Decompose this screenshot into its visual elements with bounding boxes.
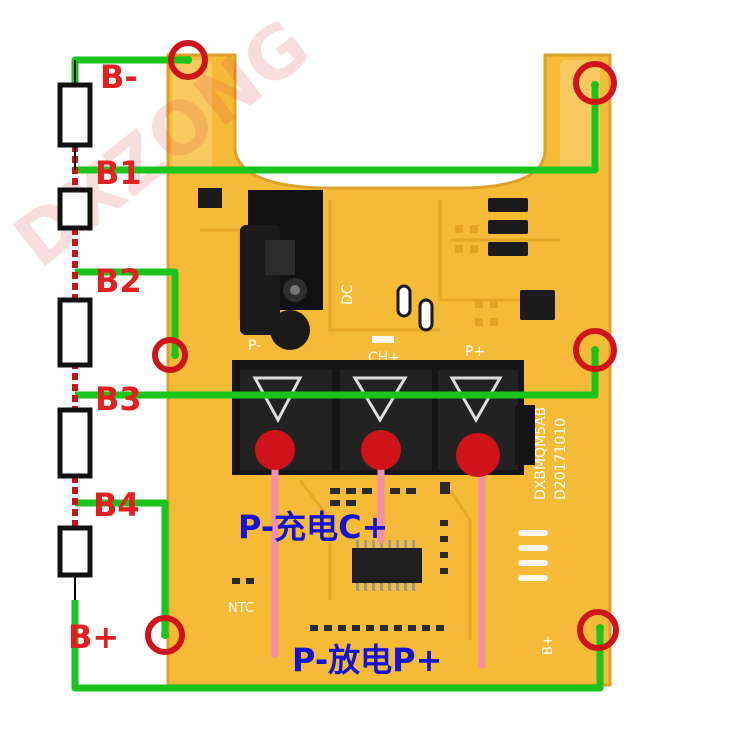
- board-date-text: D20171010: [553, 418, 569, 500]
- marker-b-plus: [577, 609, 619, 651]
- battery-string: [57, 60, 93, 600]
- label-b3: B3: [95, 380, 142, 418]
- silk-ntc-label: NTC: [228, 601, 254, 616]
- green-wiring: [71, 56, 604, 692]
- dc-jack: [240, 190, 323, 350]
- screw-terminal-icon: [252, 376, 503, 424]
- label-discharge-port: P-放电P+: [292, 641, 442, 679]
- label-b-plus: B+: [68, 618, 119, 656]
- label-b1: B1: [95, 154, 142, 192]
- label-b2: B2: [95, 262, 142, 300]
- label-charge-port: P-充电C+: [238, 508, 388, 546]
- resistor-icon: [57, 82, 93, 578]
- silk-pminus-label: P-: [248, 338, 261, 354]
- marker-b2: [152, 337, 188, 373]
- silk-dc-label: DC: [340, 284, 356, 305]
- marker-b-minus: [168, 40, 208, 80]
- marker-b4: [145, 615, 185, 655]
- silk-bplus-label: B+: [541, 635, 556, 655]
- board-model-text: DXBMQM5AB: [533, 407, 549, 500]
- terminal-dots: [255, 430, 500, 477]
- label-b-minus: B-: [100, 58, 138, 96]
- label-b4: B4: [93, 486, 140, 524]
- marker-b1: [573, 61, 617, 105]
- circle-marker-icon: [145, 40, 619, 655]
- controller-ic: [352, 540, 422, 591]
- silk-pplus-label: P+: [465, 344, 485, 360]
- marker-b3: [573, 328, 617, 372]
